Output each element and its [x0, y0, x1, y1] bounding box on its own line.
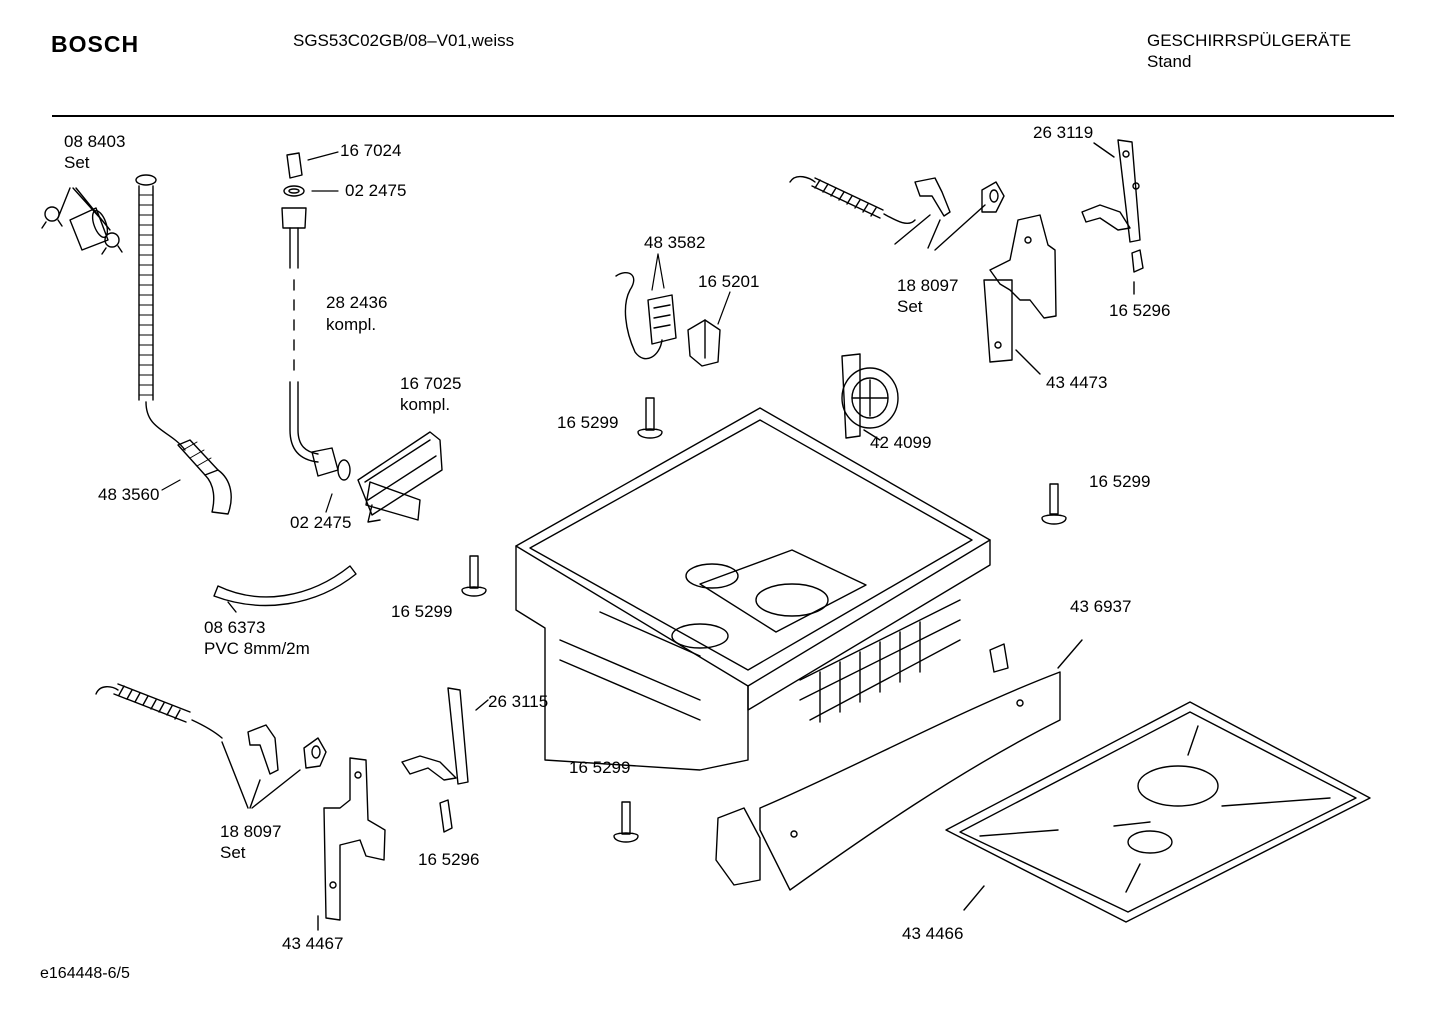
- part-label: 48 3560: [98, 485, 159, 504]
- part-label: 02 2475: [290, 513, 351, 532]
- part-note: kompl.: [326, 315, 376, 334]
- part-label: 43 4467: [282, 934, 343, 953]
- part-label: 08 8403: [64, 132, 125, 151]
- spring-set-top-drawing: [789, 175, 1005, 251]
- part-note: Set: [64, 153, 90, 172]
- part-label: 43 6937: [1070, 597, 1131, 616]
- hose-clamp-set-drawing: [41, 187, 123, 255]
- screw-drawing: [461, 397, 1067, 843]
- side-bracket-right-drawing: [1081, 139, 1144, 295]
- part-note: Set: [897, 297, 923, 316]
- part-label: 16 5201: [698, 272, 759, 291]
- drain-hose-drawing: [135, 174, 232, 515]
- part-label: 26 3115: [488, 692, 548, 711]
- valve-assembly-drawing: [357, 431, 443, 523]
- part-label: 16 5299: [1089, 472, 1150, 491]
- side-bracket-left-drawing: [401, 687, 489, 833]
- base-plate-drawing: [945, 701, 1371, 923]
- part-label: 16 5299: [569, 758, 630, 777]
- part-label: 16 7024: [340, 141, 401, 160]
- pvc-hose-drawing: [213, 565, 357, 613]
- part-label: 16 5296: [418, 850, 479, 869]
- part-label: 08 6373: [204, 618, 265, 637]
- part-label: 02 2475: [345, 181, 406, 200]
- leader-lines: [161, 151, 731, 513]
- part-label: 42 4099: [870, 433, 931, 452]
- part-label: 28 2436: [326, 293, 387, 312]
- part-label: 16 5299: [557, 413, 618, 432]
- base-tub-drawing: [515, 407, 991, 771]
- view-title: Stand: [1147, 52, 1192, 71]
- mount-plate-left-drawing: [317, 757, 386, 931]
- part-label: 16 5299: [391, 602, 452, 621]
- brand-logo-text: BOSCH: [51, 31, 140, 57]
- part-label: 16 5296: [1109, 301, 1170, 320]
- category-title: GESCHIRRSPÜLGERÄTE: [1147, 31, 1352, 50]
- part-note: Set: [220, 843, 246, 862]
- part-label: 18 8097: [897, 276, 958, 295]
- part-label: 16 7025: [400, 374, 461, 393]
- part-note: kompl.: [400, 395, 450, 414]
- pump-drawing: [841, 353, 899, 441]
- spring-set-bottom-drawing: [95, 683, 327, 809]
- model-number: SGS53C02GB/08–V01,weiss: [293, 31, 515, 50]
- toe-kick-panel-drawing: [715, 639, 1083, 891]
- part-note: PVC 8mm/2m: [204, 639, 310, 658]
- mount-plate-right-drawing: [983, 214, 1057, 375]
- inlet-hose-drawing: [281, 152, 351, 481]
- header-divider: [52, 115, 1394, 117]
- part-label: 43 4466: [902, 924, 963, 943]
- part-label: 43 4473: [1046, 373, 1107, 392]
- wiring-connector-drawing: [615, 272, 721, 367]
- part-label: 18 8097: [220, 822, 281, 841]
- part-label: 26 3119: [1033, 123, 1093, 142]
- part-label: 48 3582: [644, 233, 705, 252]
- part-labels: 08 8403 Set 16 7024 02 2475 28 2436 komp…: [64, 123, 1170, 953]
- drawing-reference: e164448-6/5: [40, 965, 130, 982]
